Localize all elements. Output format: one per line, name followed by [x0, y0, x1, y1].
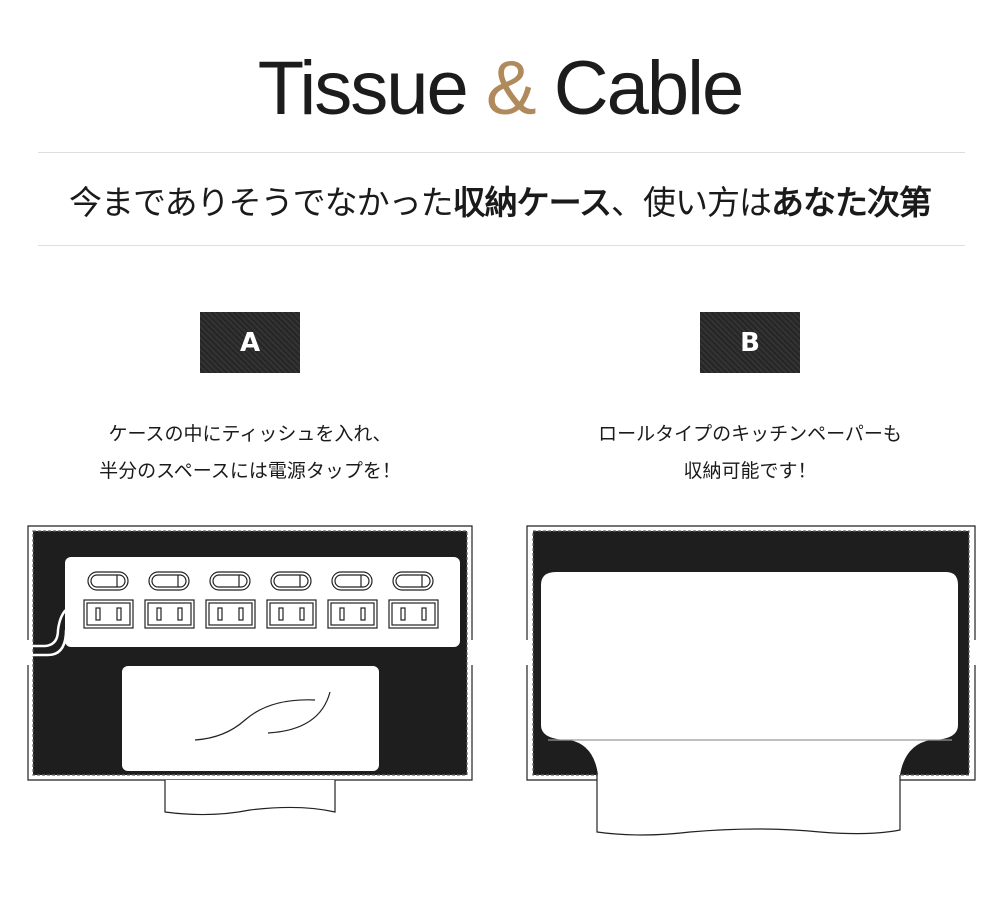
- tissue-opening: [122, 666, 379, 771]
- option-a-badge: A: [200, 312, 300, 373]
- outlet: [144, 571, 195, 629]
- option-a-caption: ケースの中にティッシュを入れ、半分のスペースには電源タップを！: [0, 416, 500, 490]
- title-part: Cable: [534, 46, 745, 131]
- paper-roll: [541, 572, 958, 775]
- headline-text: 今までありそうでなかった: [68, 183, 454, 222]
- divider: [38, 152, 965, 153]
- outlet: [83, 571, 134, 629]
- headline-bold: あなた次第: [771, 183, 932, 222]
- illustration-b-kitchen-paper: [526, 525, 976, 836]
- outlet: [388, 571, 439, 629]
- headline-text: 、使い方は: [611, 183, 772, 222]
- option-b-caption: ロールタイプのキッチンペーパーも収納可能です！: [500, 416, 1000, 490]
- caption-line: ロールタイプのキッチンペーパーも: [598, 423, 902, 445]
- outlet: [266, 571, 317, 629]
- page-title: Tissue & Cable: [0, 45, 1000, 132]
- headline: 今までありそうでなかった収納ケース、使い方はあなた次第: [0, 176, 1000, 224]
- outlet: [327, 571, 378, 629]
- illustration-a-tissue-and-power-strip: [20, 525, 473, 816]
- title-part: Tissue: [257, 46, 486, 131]
- caption-line: ケースの中にティッシュを入れ、: [108, 423, 392, 445]
- outlet: [205, 571, 256, 629]
- title-ampersand: &: [485, 46, 537, 131]
- caption-line: 半分のスペースには電源タップを！: [99, 460, 401, 482]
- headline-bold: 収納ケース: [452, 183, 612, 222]
- power-strip: [65, 557, 460, 647]
- option-b-badge: B: [700, 312, 800, 373]
- divider: [38, 245, 965, 246]
- caption-line: 収納可能です！: [683, 460, 817, 482]
